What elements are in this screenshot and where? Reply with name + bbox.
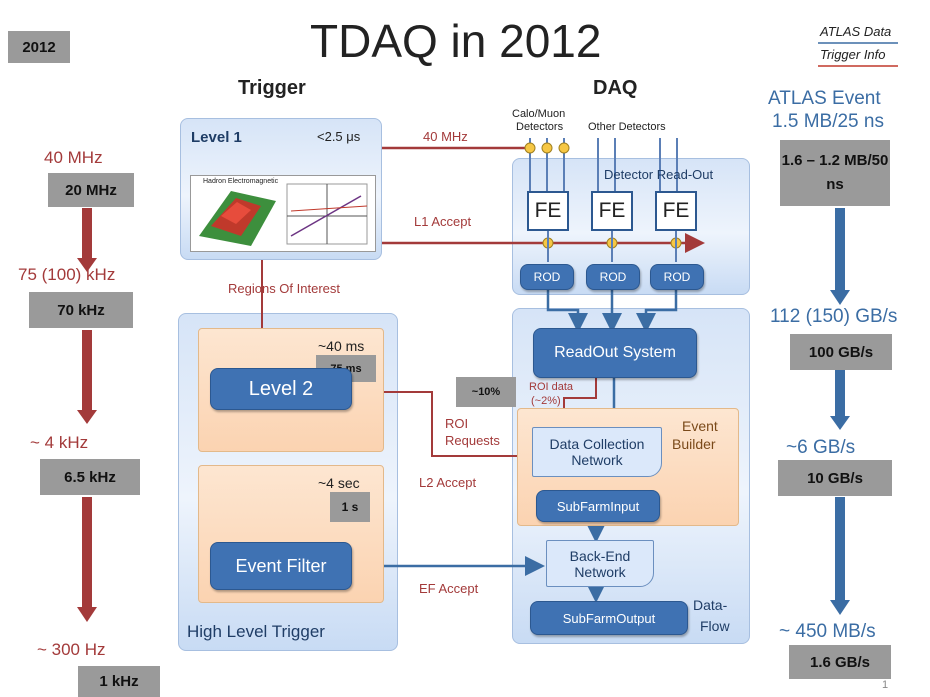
dataflow-2: Flow <box>700 618 730 634</box>
level2-box: Level 2 <box>210 368 352 410</box>
fe-box-2: FE <box>591 191 633 231</box>
hlt-label: High Level Trigger <box>187 622 325 641</box>
ef-latency: ~4 sec <box>318 475 360 491</box>
other-detectors: Other Detectors <box>588 121 666 133</box>
rate-right-badge-0: 1.6 – 1.2 MB/50 ns <box>780 140 890 206</box>
subfarm-output: SubFarmOutput <box>530 601 688 635</box>
label-roi-data-1: ROI data <box>529 381 574 393</box>
rate-left-badge-2: 6.5 kHz <box>40 459 140 495</box>
fe-box-1: FE <box>527 191 569 231</box>
dataflow-1: Data- <box>693 597 728 613</box>
rate-left-badge-3: 1 kHz <box>78 666 160 697</box>
readout-system: ReadOut System <box>533 328 697 378</box>
rate-left-3: ~ 300 Hz <box>37 640 106 659</box>
data-collection-network: Data Collection Network <box>532 427 662 477</box>
page-title: TDAQ in 2012 <box>310 15 602 67</box>
rate-right-badge-2: 10 GB/s <box>778 460 892 496</box>
daq-header: DAQ <box>593 77 638 99</box>
rate-left-1: 75 (100) kHz <box>18 265 116 284</box>
dcn-line2: Network <box>571 452 623 468</box>
ben-line1: Back-End <box>569 547 631 564</box>
pct-badge: ~10% <box>456 377 516 407</box>
label-roi: Regions Of Interest <box>228 281 340 296</box>
label-l1-accept: L1 Accept <box>414 214 472 229</box>
inset-title: Hadron Electromagnetic <box>203 178 279 185</box>
rate-right-1: 112 (150) GB/s <box>770 306 898 327</box>
calo-muon-2: Detectors <box>516 121 564 133</box>
rate-right-3: ~ 450 MB/s <box>779 621 876 642</box>
label-l2-accept: L2 Accept <box>419 475 477 490</box>
ben-line2: Network <box>574 563 626 580</box>
subfarm-input: SubFarmInput <box>536 490 660 522</box>
ef-badge: 1 s <box>330 492 370 522</box>
event-builder-2: Builder <box>672 436 716 452</box>
label-roi-req-1: ROI <box>445 416 469 431</box>
level1-label: Level 1 <box>191 129 242 146</box>
rate-right-0b: 1.5 MB/25 ns <box>772 111 884 132</box>
label-40mhz: 40 MHz <box>423 129 468 144</box>
rod-box-2: ROD <box>586 264 640 290</box>
event-filter-box: Event Filter <box>210 542 352 590</box>
calo-muon-1: Calo/Muon <box>512 108 566 120</box>
rate-right-2: ~6 GB/s <box>786 437 856 458</box>
level1-inset-image: Hadron Electromagnetic <box>190 175 376 252</box>
level1-latency: <2.5 μs <box>317 129 361 144</box>
trigger-header: Trigger <box>238 77 306 99</box>
event-builder-1: Event <box>682 418 718 434</box>
rod-box-3: ROD <box>650 264 704 290</box>
rod-box-1: ROD <box>520 264 574 290</box>
atlas-note-line1: ATLAS Data <box>820 24 892 39</box>
page-number: 1 <box>882 679 889 691</box>
rate-left-2: ~ 4 kHz <box>30 433 89 452</box>
back-end-network: Back-End Network <box>546 540 654 587</box>
rate-left-badge-1: 70 kHz <box>29 292 133 328</box>
level2-latency: ~40 ms <box>318 338 365 354</box>
fe-box-3: FE <box>655 191 697 231</box>
rate-right-badge-1: 100 GB/s <box>790 334 892 370</box>
label-ef-accept: EF Accept <box>419 581 479 596</box>
readout-label: Detector Read-Out <box>604 167 714 182</box>
atlas-note-line2: Trigger Info <box>820 47 886 62</box>
rate-left-0: 40 MHz <box>44 148 103 167</box>
rate-right-badge-3: 1.6 GB/s <box>789 645 891 679</box>
label-roi-data-2: (~2%) <box>531 395 561 407</box>
rate-left-badge-0: 20 MHz <box>48 173 134 207</box>
rate-right-0: ATLAS Event <box>768 88 881 109</box>
year-badge: 2012 <box>8 31 70 63</box>
dcn-line1: Data Collection <box>549 436 645 452</box>
label-roi-req-2: Requests <box>445 433 500 448</box>
